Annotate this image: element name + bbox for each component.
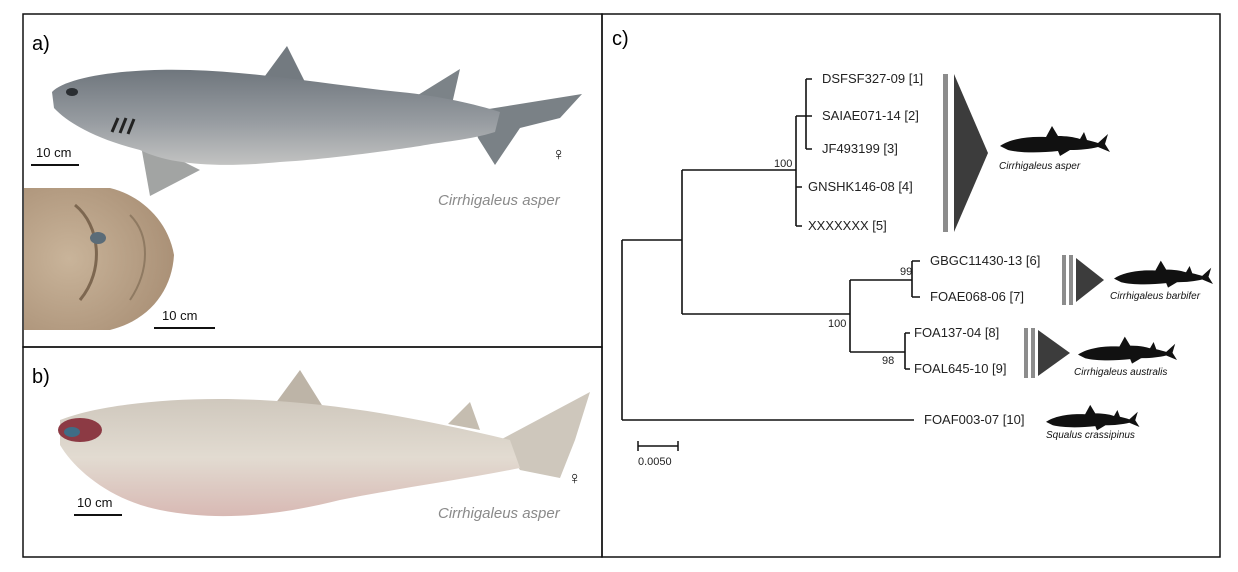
species-label: Cirrhigaleus barbifer	[1110, 291, 1201, 302]
clade-triangle	[1076, 258, 1104, 302]
clade-bar	[943, 74, 948, 232]
clade-bar	[1069, 255, 1073, 305]
panel-a-letter: a)	[32, 33, 50, 55]
panel-a-sex-symbol: ♀	[552, 144, 566, 164]
shark-silhouette-icon	[1000, 126, 1110, 156]
clade-bar	[1031, 328, 1035, 378]
panel-a-head-scale-label: 10 cm	[162, 308, 197, 323]
panel-a-head-photo	[24, 188, 174, 330]
shark-silhouette-icon	[1078, 336, 1177, 364]
panel-c-border	[601, 13, 1221, 558]
species-label: Cirrhigaleus australis	[1074, 367, 1167, 378]
taxon-label: XXXXXXX [5]	[808, 218, 887, 233]
clade-bar	[1024, 328, 1028, 378]
clade-bar	[1062, 255, 1066, 305]
species-label: Cirrhigaleus asper	[999, 161, 1081, 172]
taxon-label: GNSHK146-08 [4]	[808, 179, 913, 194]
taxon-label: FOAE068-06 [7]	[930, 289, 1024, 304]
taxon-label: FOA137-04 [8]	[914, 325, 999, 340]
bootstrap-value: 99	[900, 266, 912, 278]
panel-a-scale-label: 10 cm	[36, 145, 71, 160]
panel-b-letter: b)	[32, 366, 50, 388]
tree-scale-label: 0.0050	[638, 456, 672, 468]
clade-triangle	[1038, 330, 1070, 376]
species-label: Squalus crassipinus	[1046, 430, 1135, 441]
bootstrap-value: 100	[828, 318, 846, 330]
taxon-label: GBGC11430-13 [6]	[930, 253, 1040, 268]
species-labels: Cirrhigaleus asper Cirrhigaleus barbifer…	[999, 161, 1201, 441]
bootstrap-value: 98	[882, 355, 894, 367]
panel-a-species-label: Cirrhigaleus asper	[438, 192, 561, 209]
taxon-label: FOAL645-10 [9]	[914, 361, 1007, 376]
panel-b-species-label: Cirrhigaleus asper	[438, 505, 561, 522]
clade-triangle	[954, 74, 988, 232]
taxon-label: FOAF003-07 [10]	[924, 412, 1024, 427]
taxon-label: JF493199 [3]	[822, 141, 898, 156]
panel-a-shark-photo	[52, 46, 582, 196]
tree-branches	[621, 78, 920, 421]
bootstrap-value: 100	[774, 158, 792, 170]
shark-silhouette-icon	[1046, 404, 1140, 431]
shark-silhouette-icon	[1114, 260, 1213, 288]
taxon-labels: DSFSF327-09 [1] SAIAE071-14 [2] JF493199…	[808, 71, 1040, 427]
panel-b-sex-symbol: ♀	[568, 468, 582, 488]
taxon-label: SAIAE071-14 [2]	[822, 108, 919, 123]
panel-c-letter: c)	[612, 28, 629, 50]
tree-scale-bar	[637, 441, 679, 451]
bootstrap-values: 100 99 100 98	[774, 158, 912, 367]
panel-b-shark-photo	[58, 370, 590, 517]
panel-b-scale-label: 10 cm	[77, 495, 112, 510]
taxon-label: DSFSF327-09 [1]	[822, 71, 923, 86]
clade-markers	[943, 74, 1104, 378]
